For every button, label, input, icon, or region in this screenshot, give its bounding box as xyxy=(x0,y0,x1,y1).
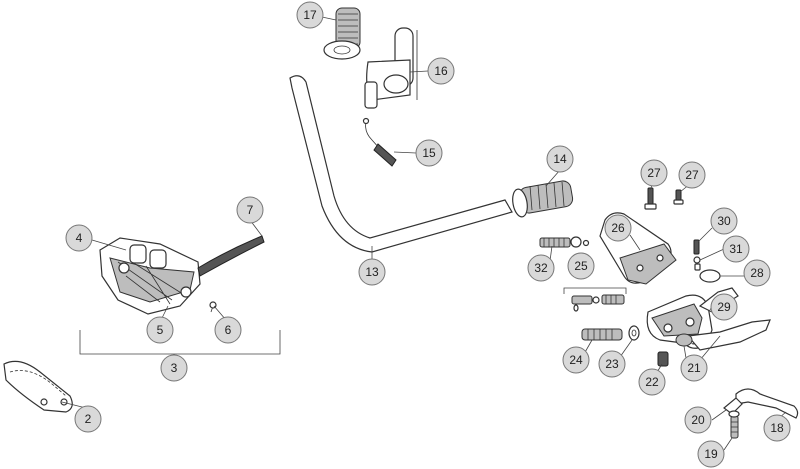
banjo-32 xyxy=(539,236,590,248)
callout-20: 20 xyxy=(684,406,712,434)
callout-6: 6 xyxy=(214,316,242,344)
callout-18: 18 xyxy=(763,414,791,442)
grip-left xyxy=(323,7,361,60)
callout-4: 4 xyxy=(65,224,93,252)
bleed-25 xyxy=(563,287,627,312)
callout-25: 25 xyxy=(567,252,595,280)
callout-32: 32 xyxy=(527,254,555,282)
callout-16: 16 xyxy=(427,57,455,85)
callout-7: 7 xyxy=(236,196,264,224)
handlebar xyxy=(289,75,513,253)
bolt-19 xyxy=(728,410,740,439)
svg-text:6: 6 xyxy=(225,323,232,337)
svg-text:5: 5 xyxy=(157,323,164,337)
callout-31: 31 xyxy=(722,235,750,263)
callout-14: 14 xyxy=(546,145,574,173)
bolt-24 xyxy=(581,325,640,341)
callout-23: 23 xyxy=(598,350,626,378)
throttle-cable xyxy=(362,117,397,167)
svg-text:23: 23 xyxy=(605,357,619,371)
svg-text:18: 18 xyxy=(770,421,784,435)
callout-3: 3 xyxy=(160,354,188,382)
svg-text:28: 28 xyxy=(750,266,764,280)
svg-text:14: 14 xyxy=(553,152,567,166)
svg-text:21: 21 xyxy=(687,361,701,375)
svg-text:17: 17 xyxy=(303,8,317,22)
master-cylinder-right xyxy=(646,269,739,345)
svg-text:25: 25 xyxy=(574,259,588,273)
callout-5: 5 xyxy=(146,316,174,344)
svg-text:4: 4 xyxy=(76,231,83,245)
callout-27-a: 27 xyxy=(640,159,668,187)
master-cylinder-left xyxy=(99,235,265,315)
svg-text:26: 26 xyxy=(611,221,625,235)
svg-text:27: 27 xyxy=(647,166,661,180)
lever-18 xyxy=(723,388,799,419)
svg-text:19: 19 xyxy=(704,447,718,461)
svg-text:2: 2 xyxy=(85,412,92,426)
callout-27-b: 27 xyxy=(678,161,706,189)
screws-27 xyxy=(644,187,684,210)
callout-28: 28 xyxy=(743,259,771,287)
svg-text:32: 32 xyxy=(534,261,548,275)
svg-text:7: 7 xyxy=(247,203,254,217)
callout-2: 2 xyxy=(74,405,102,433)
svg-text:22: 22 xyxy=(645,375,659,389)
lever-21 xyxy=(675,319,771,351)
svg-text:3: 3 xyxy=(171,361,178,375)
callout-29: 29 xyxy=(710,293,738,321)
svg-text:13: 13 xyxy=(365,265,379,279)
callout-17: 17 xyxy=(296,1,324,29)
svg-text:24: 24 xyxy=(569,353,583,367)
grip-right xyxy=(512,180,574,218)
svg-text:15: 15 xyxy=(422,146,436,160)
pin-30-31 xyxy=(693,239,701,271)
clamp-plate xyxy=(3,360,73,413)
callout-24: 24 xyxy=(562,346,590,374)
callout-13: 13 xyxy=(358,258,386,286)
callout-30: 30 xyxy=(710,207,738,235)
callout-15: 15 xyxy=(415,139,443,167)
svg-text:30: 30 xyxy=(717,214,731,228)
callout-26: 26 xyxy=(604,214,632,242)
svg-text:20: 20 xyxy=(691,413,705,427)
spring-22 xyxy=(657,351,669,367)
callout-19: 19 xyxy=(697,440,725,468)
svg-text:27: 27 xyxy=(685,168,699,182)
throttle-tube xyxy=(364,27,418,109)
svg-text:16: 16 xyxy=(434,64,448,78)
callout-22: 22 xyxy=(638,368,666,396)
svg-text:31: 31 xyxy=(729,242,743,256)
svg-text:29: 29 xyxy=(717,300,731,314)
callout-21: 21 xyxy=(680,354,708,382)
